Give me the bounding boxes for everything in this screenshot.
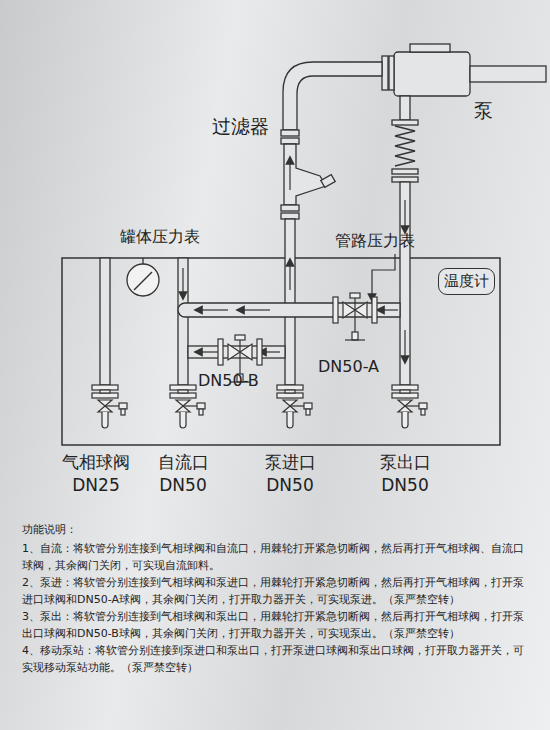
- port-label: DN25: [72, 476, 119, 496]
- notes-paragraph: 4、移动泵站：将软管分别连接到泵进口和泵出口，打开泵进口球阀和泵出口球阀，打开取…: [22, 642, 528, 676]
- gauge-label: 温度计: [444, 272, 489, 291]
- notes-paragraph: 2、泵进：将软管分别连接到气相球阀和泵进口，用棘轮打开紧急切断阀，然后再打开气相…: [22, 574, 528, 608]
- part-name: 泵: [474, 100, 493, 122]
- notes-paragraph: 3、泵出：将软管分别连接到气相球阀和泵出口，用棘轮打开紧急切断阀，然后再打开气相…: [22, 608, 528, 642]
- valve-name: DN50-B: [198, 372, 259, 390]
- part-name: 罐体压力表: [120, 228, 200, 246]
- gauge-box: 温度计: [438, 268, 495, 295]
- port-label: DN50: [381, 476, 428, 496]
- port-label: DN50: [159, 476, 206, 496]
- port-label: 泵进口: [265, 453, 316, 473]
- function-notes: 功能说明： 1、自流：将软管分别连接到气相球阀和自流口，用棘轮打开紧急切断阀，然后…: [22, 521, 528, 676]
- port-label: DN50: [266, 476, 313, 496]
- valve-name: DN50-A: [318, 358, 379, 376]
- notes-heading: 功能说明：: [22, 521, 528, 538]
- notes-paragraph: 1、自流：将软管分别连接到气相球阀和自流口，用棘轮打开紧急切断阀，然后再打开气相…: [22, 540, 528, 574]
- port-label: 泵出口: [380, 453, 431, 473]
- port-label: 自流口: [158, 453, 209, 473]
- part-name: 过滤器: [212, 116, 269, 138]
- port-label: 气相球阀: [62, 453, 130, 473]
- part-name: 管路压力表: [335, 232, 415, 250]
